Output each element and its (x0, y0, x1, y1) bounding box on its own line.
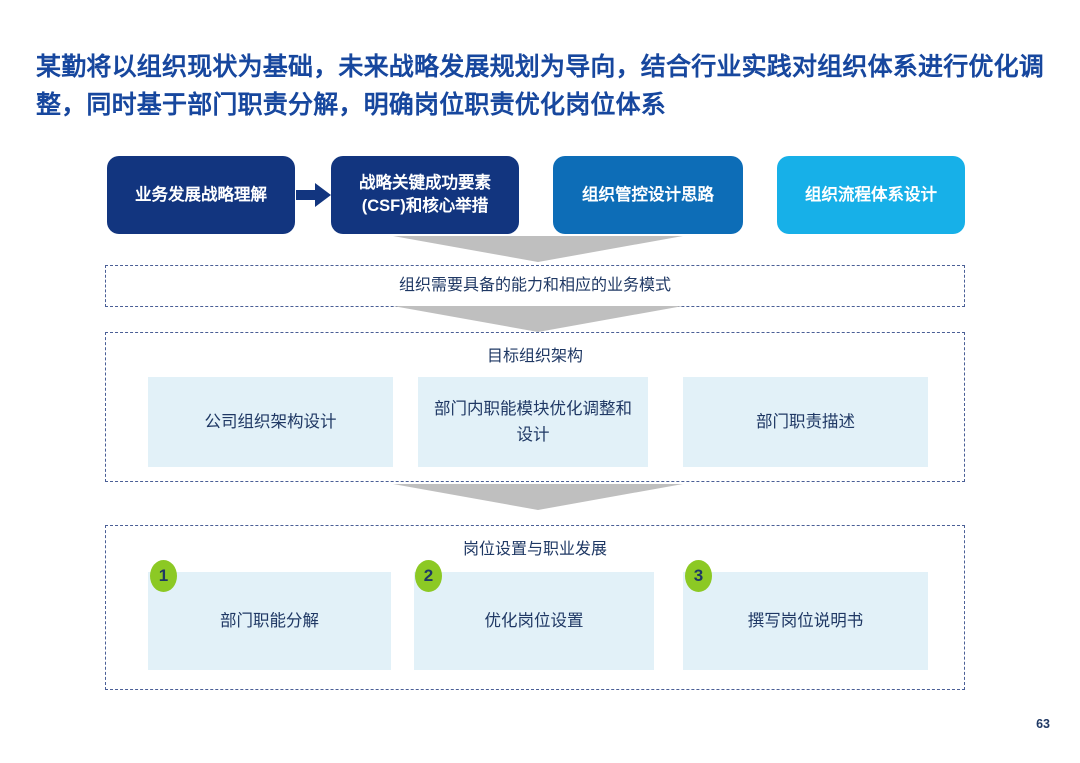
capability-panel: 组织需要具备的能力和相应的业务模式 (105, 265, 965, 307)
down-chevron-icon-1 (393, 236, 683, 262)
page-number: 63 (1036, 717, 1050, 731)
step-badge-3: 3 (685, 560, 712, 592)
flow-box-csf[interactable]: 战略关键成功要素 (CSF)和核心举措 (331, 156, 519, 234)
flow-box-process-system-design[interactable]: 组织流程体系设计 (777, 156, 965, 234)
target-card-department-responsibilities[interactable]: 部门职责描述 (683, 377, 928, 467)
job-setup-panel-heading: 岗位设置与职业发展 (462, 541, 607, 558)
target-org-panel-heading: 目标组织架构 (486, 348, 583, 365)
capability-panel-heading: 组织需要具备的能力和相应的业务模式 (398, 277, 671, 294)
target-card-company-structure[interactable]: 公司组织架构设计 (148, 377, 393, 467)
target-org-panel: 目标组织架构 公司组织架构设计 部门内职能模块优化调整和设计 部门职责描述 (105, 332, 965, 482)
step-badge-1: 1 (150, 560, 177, 592)
step-badge-2: 2 (415, 560, 442, 592)
arrow-right-icon (296, 182, 332, 208)
job-card-optimize-positions[interactable]: 优化岗位设置 (414, 572, 654, 670)
flow-box-governance-design[interactable]: 组织管控设计思路 (553, 156, 743, 234)
job-setup-panel: 岗位设置与职业发展 1 部门职能分解 2 优化岗位设置 3 撰写岗位说明书 (105, 525, 965, 690)
target-card-department-function-modules[interactable]: 部门内职能模块优化调整和设计 (418, 377, 648, 467)
down-chevron-icon-2 (393, 306, 683, 332)
job-card-function-decomposition[interactable]: 部门职能分解 (148, 572, 391, 670)
flow-box-business-strategy[interactable]: 业务发展战略理解 (107, 156, 295, 234)
page-title: 某勤将以组织现状为基础，未来战略发展规划为导向，结合行业实践对组织体系进行优化调… (36, 53, 1045, 119)
down-chevron-icon-3 (393, 484, 683, 510)
strategy-flow-row: 业务发展战略理解 战略关键成功要素 (CSF)和核心举措 组织管控设计思路 组织… (0, 156, 1080, 234)
job-card-write-job-descriptions[interactable]: 撰写岗位说明书 (683, 572, 928, 670)
